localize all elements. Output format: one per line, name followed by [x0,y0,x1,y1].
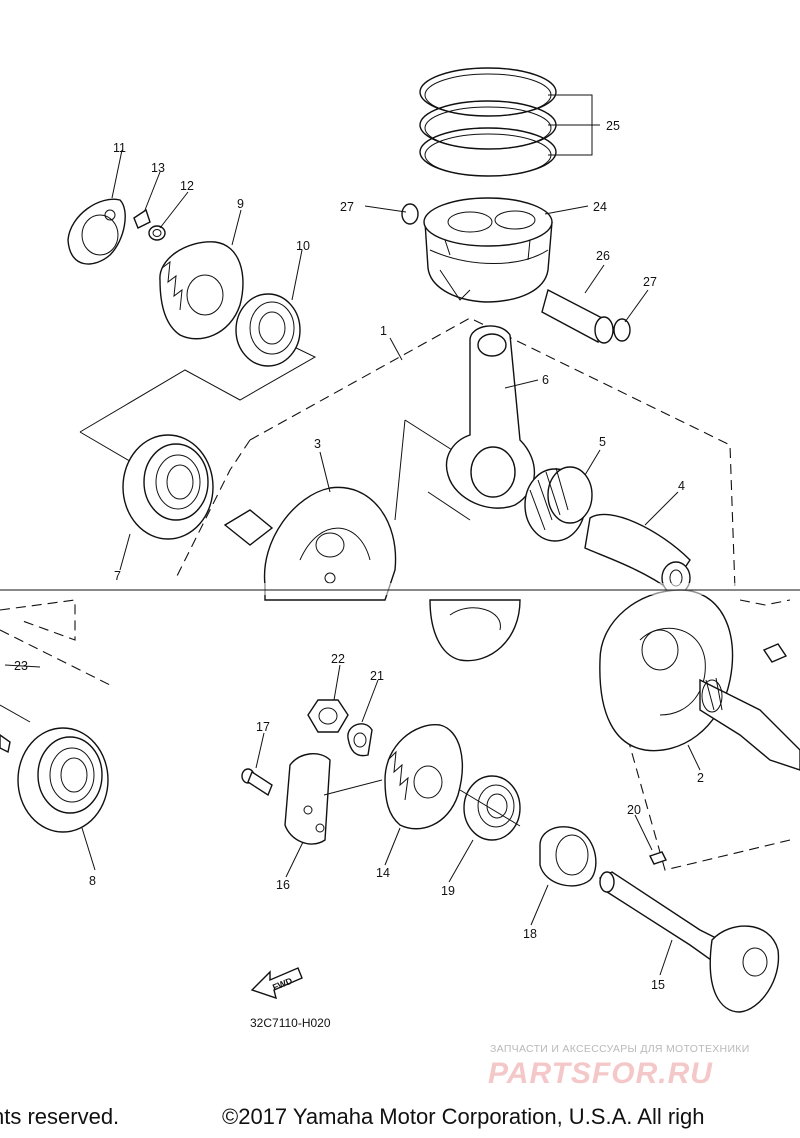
callout-21: 21 [370,669,384,683]
scan-band [0,583,800,595]
callout-16: 16 [276,878,290,892]
callout-26: 26 [596,249,610,263]
bearing-19 [463,775,521,841]
lock-washer-21 [347,723,373,757]
callout-13: 13 [151,161,165,175]
callout-24: 24 [593,200,607,214]
spring-12 [148,225,166,241]
balancer-weight-16 [284,753,331,845]
crank-pin [584,513,691,595]
crank-web-left [223,486,397,601]
callout-8: 8 [89,874,96,888]
bearing-8 [17,727,109,833]
callout-27-top: 27 [340,200,354,214]
piston-pin-clips [401,203,631,342]
callout-numbers: 25 27 24 26 27 1 6 5 4 3 11 13 12 9 10 7… [14,119,704,992]
callout-3: 3 [314,437,321,451]
callout-27-right: 27 [643,275,657,289]
drawing-code: 32C7110-H020 [250,1016,331,1030]
balancer-shaft-15 [599,871,780,1013]
watermark-logo: PARTSFOR.RU [488,1057,713,1090]
connecting-rod [445,325,536,509]
footer-right-text: ©2017 Yamaha Motor Corporation, U.S.A. A… [222,1104,705,1129]
primary-drive-gear-9 [159,241,244,340]
callout-9: 9 [237,197,244,211]
callout-23: 23 [14,659,28,673]
callout-22: 22 [331,652,345,666]
bolt-17 [241,768,273,797]
balancer-drive-gear-14 [384,724,464,830]
watermark-tagline: ЗАПЧАСТИ И АКСЕССУАРЫ ДЛЯ МОТОТЕХНИКИ [490,1043,750,1055]
nut-22 [307,699,349,733]
needle-bearing [524,466,593,542]
footer-left-text: nts reserved. [0,1104,120,1129]
crank-web-right [599,589,800,771]
callout-20: 20 [627,803,641,817]
callout-6: 6 [542,373,549,387]
piston-pin [541,288,614,344]
watermark: ЗАПЧАСТИ И АКСЕССУАРЫ ДЛЯ МОТОТЕХНИКИ PA… [488,1043,788,1095]
leader-lines [4,94,701,976]
callout-19: 19 [441,884,455,898]
shaft-end-23 [0,734,11,754]
copyright-footer: nts reserved. ©2017 Yamaha Motor Corpora… [0,1100,800,1138]
plate-11 [67,198,126,265]
callout-14: 14 [376,866,390,880]
bearing-18 [539,826,597,887]
piston-rings [419,67,557,177]
pin-13 [133,208,151,229]
callout-7: 7 [114,569,121,583]
callout-12: 12 [180,179,194,193]
oil-seal-10 [235,293,301,367]
callout-17: 17 [256,720,270,734]
callout-2: 2 [697,771,704,785]
callout-4: 4 [678,479,685,493]
piston [423,197,553,303]
callout-11: 11 [113,141,126,155]
key-20 [649,851,667,865]
fwd-arrow: FWD [250,967,303,1000]
bearing-7 [122,434,214,540]
callout-15: 15 [651,978,665,992]
callout-25: 25 [606,119,620,133]
crank-web-lower-left [429,599,521,662]
callout-18: 18 [523,927,537,941]
callout-10: 10 [296,239,310,253]
callout-1: 1 [380,324,387,338]
callout-5: 5 [599,435,606,449]
